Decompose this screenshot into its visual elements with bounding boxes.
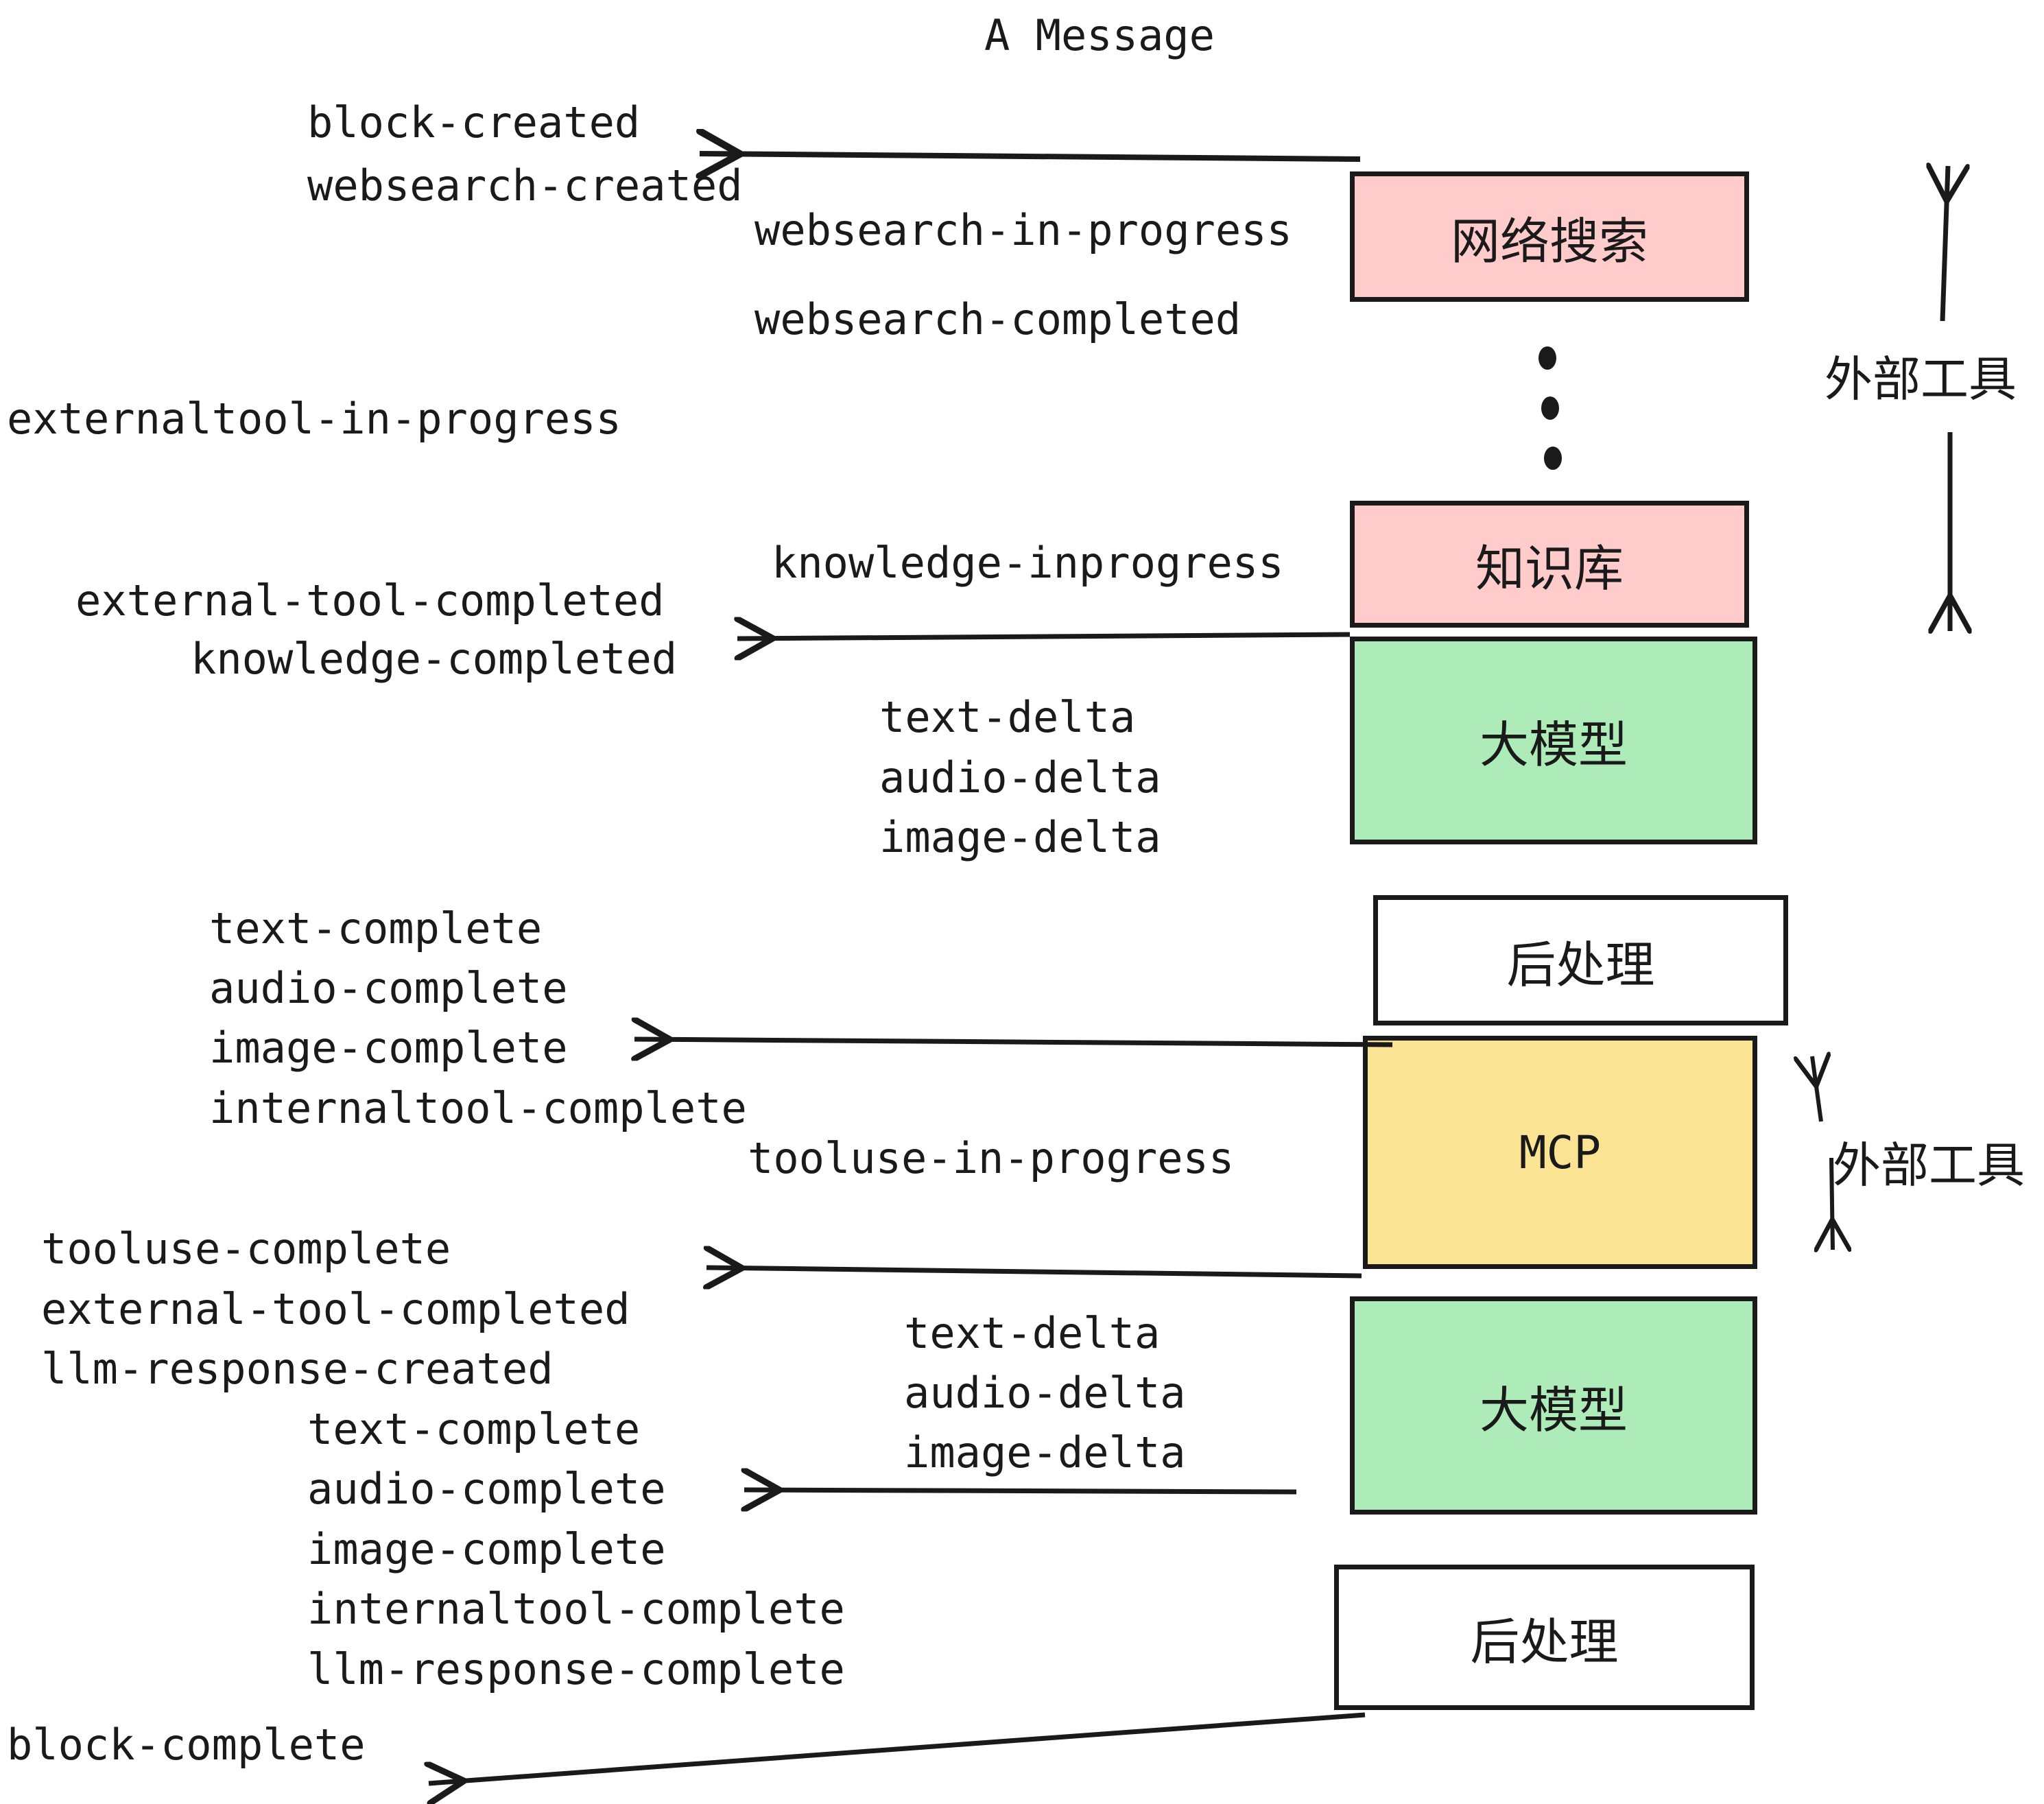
- event-image-complete-2: image-complete: [307, 1524, 666, 1574]
- arrow-knowledge-to-knowledge-completed: [737, 634, 1351, 639]
- event-image-delta-1: image-delta: [879, 812, 1161, 862]
- node-llm-top-label: 大模型: [1479, 716, 1628, 774]
- ellipsis-dot-icon: [1544, 447, 1562, 470]
- node-knowledge[interactable]: 知识库: [1350, 501, 1749, 628]
- event-text-delta-2: text-delta: [904, 1308, 1161, 1358]
- event-audio-delta-1: audio-delta: [879, 752, 1161, 803]
- ellipsis-dot-icon: [1538, 346, 1556, 370]
- group-label-external-tools-bottom: 外部工具: [1833, 1137, 2025, 1194]
- event-text-complete-2: text-complete: [307, 1404, 641, 1454]
- event-knowledge-completed: knowledge-completed: [191, 634, 678, 684]
- group-label-external-tools-top: 外部工具: [1825, 351, 2017, 407]
- event-text-delta-1: text-delta: [879, 692, 1136, 742]
- node-knowledge-label: 知识库: [1475, 540, 1624, 597]
- event-external-tool-completed-2: external-tool-completed: [41, 1284, 630, 1334]
- node-mcp[interactable]: MCP: [1363, 1036, 1757, 1269]
- event-knowledge-inprogress: knowledge-inprogress: [772, 538, 1284, 588]
- arrow-mcp-to-tooluse-complete: [706, 1268, 1362, 1276]
- arrow-postprocess-to-block-complete: [429, 1712, 1366, 1783]
- node-postprocess-bottom-label: 后处理: [1470, 1613, 1619, 1671]
- event-audio-complete-2: audio-complete: [307, 1464, 666, 1514]
- node-llm-bottom-label: 大模型: [1479, 1381, 1628, 1439]
- event-block-complete: block-complete: [7, 1720, 366, 1770]
- node-websearch-label: 网络搜索: [1450, 212, 1648, 270]
- event-websearch-in-progress: websearch-in-progress: [754, 205, 1292, 255]
- page-title: A Message: [984, 10, 1215, 60]
- node-llm-bottom[interactable]: 大模型: [1350, 1296, 1757, 1515]
- event-internaltool-complete-2: internaltool-complete: [307, 1584, 845, 1634]
- event-block-created: block-created: [307, 97, 641, 147]
- event-llm-response-created: llm-response-created: [41, 1344, 554, 1394]
- node-llm-top[interactable]: 大模型: [1350, 637, 1757, 844]
- event-internaltool-complete-1: internaltool-complete: [209, 1083, 747, 1133]
- node-postprocess-top-label: 后处理: [1506, 936, 1655, 994]
- event-tooluse-complete: tooluse-complete: [41, 1224, 451, 1274]
- event-external-tool-completed-1: external-tool-completed: [75, 575, 665, 626]
- event-websearch-created: websearch-created: [307, 161, 743, 211]
- event-image-complete-1: image-complete: [209, 1023, 568, 1073]
- event-llm-response-complete: llm-response-complete: [307, 1644, 845, 1694]
- event-websearch-completed: websearch-completed: [754, 294, 1241, 344]
- arrow-postprocess-to-image-complete: [634, 1039, 1393, 1045]
- arrow-websearch-to-block-created: [700, 154, 1361, 159]
- node-mcp-label: MCP: [1519, 1126, 1602, 1179]
- event-image-delta-2: image-delta: [904, 1427, 1186, 1477]
- event-externaltool-in-progress: externaltool-in-progress: [7, 394, 621, 444]
- event-tooluse-in-progress: tooluse-in-progress: [748, 1133, 1235, 1183]
- event-audio-delta-2: audio-delta: [904, 1368, 1186, 1418]
- arrow-llm-to-audio-complete: [744, 1490, 1297, 1492]
- node-postprocess-bottom[interactable]: 后处理: [1334, 1565, 1755, 1710]
- node-postprocess-top[interactable]: 后处理: [1373, 895, 1788, 1025]
- node-websearch[interactable]: 网络搜索: [1350, 171, 1749, 302]
- arrow-external-tools-top-up: [1942, 166, 1948, 322]
- ellipsis-dot-icon: [1541, 396, 1559, 420]
- event-text-complete-1: text-complete: [209, 903, 543, 953]
- arrow-external-tools-bottom-up: [1812, 1056, 1821, 1122]
- event-audio-complete-1: audio-complete: [209, 963, 568, 1013]
